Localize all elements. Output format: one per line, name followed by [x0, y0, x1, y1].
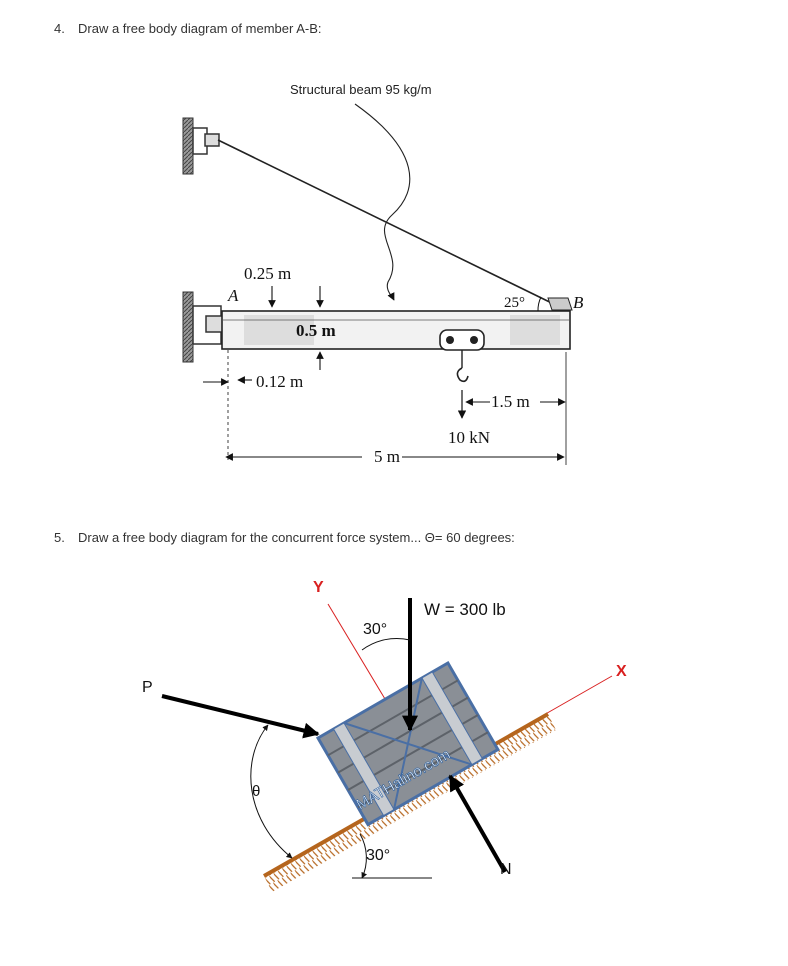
question-4-number: 4. [54, 21, 65, 36]
theta-label: θ [252, 783, 260, 800]
top-angle-arc [361, 637, 411, 651]
label-load: 10 kN [448, 428, 490, 447]
crate [315, 660, 500, 827]
incline-angle-label: 30° [366, 847, 390, 864]
theta-arc [250, 724, 293, 859]
angle-arc-25 [537, 296, 542, 312]
end-bracket-b [547, 297, 573, 311]
structural-beam [221, 310, 571, 350]
axis-x-label: X [616, 663, 627, 680]
top-angle-label: 30° [363, 621, 387, 638]
axis-y-label: Y [313, 579, 324, 596]
question-5: 5. Draw a free body diagram for the concu… [54, 530, 515, 545]
hoist-trolley [439, 329, 485, 419]
question-5-number: 5. [54, 530, 65, 545]
x-axis-line [541, 675, 613, 717]
label-15: 1.5 m [491, 392, 530, 411]
label-05: 0.5 m [296, 321, 336, 340]
label-025: 0.25 m [244, 264, 291, 283]
push-arrow [161, 694, 320, 739]
lower-wall-support [182, 291, 227, 363]
question-4-text: Draw a free body diagram of member A-B: [78, 21, 322, 36]
label-pointer [354, 103, 411, 301]
label-5m: 5 m [374, 447, 400, 466]
label-point-b: B [573, 293, 584, 312]
weight-label: W = 300 lb [424, 600, 506, 619]
incline-angle-arc [359, 833, 367, 879]
label-point-a: A [227, 286, 239, 305]
label-012: 0.12 m [256, 372, 303, 391]
question-4: 4. Draw a free body diagram of member A-B… [54, 21, 322, 36]
beam-figure: Structural beam 95 kg/m 0.25 m A 0.5 m 0… [182, 82, 584, 466]
label-angle-25: 25° [504, 295, 525, 311]
upper-wall-bracket [182, 117, 220, 175]
normal-label: N [500, 861, 512, 878]
force-p-label: P [142, 679, 153, 696]
cable [217, 139, 569, 312]
incline-figure: MATHalino.com Y X P W = 300 lb N θ 30° 3… [142, 579, 627, 892]
beam-label: Structural beam 95 kg/m [290, 82, 432, 97]
hook-icon [456, 367, 469, 383]
question-5-text: Draw a free body diagram for the concurr… [78, 530, 515, 545]
y-axis-line [327, 603, 389, 705]
normal-arrow [448, 774, 507, 873]
